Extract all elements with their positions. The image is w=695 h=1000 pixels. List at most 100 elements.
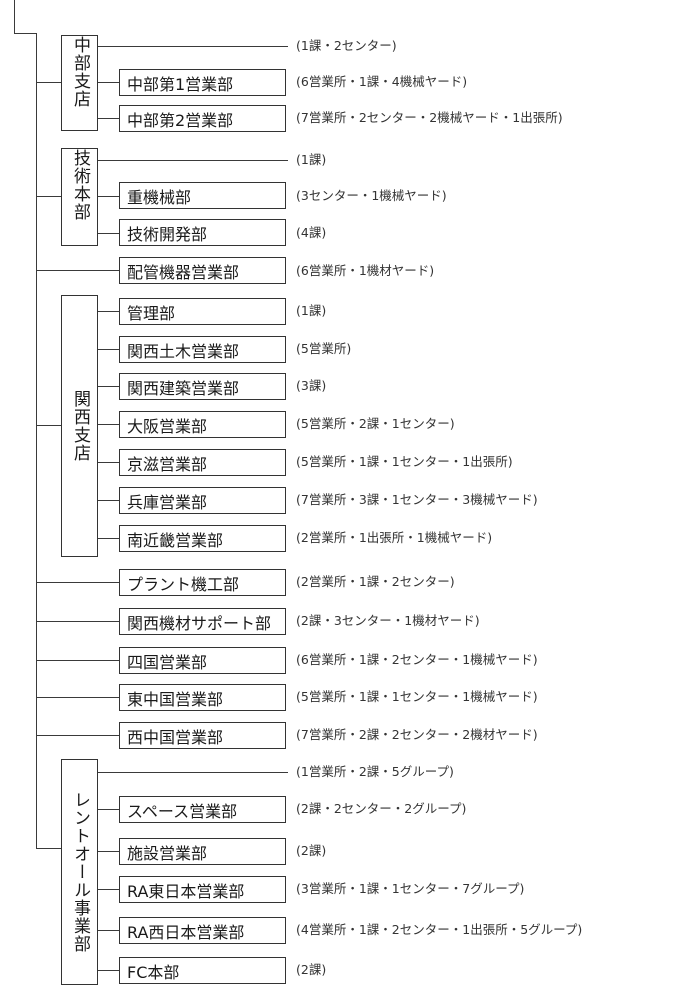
dept-label: FC本部 [127, 962, 180, 982]
dept-box: 関西土木営業部 [119, 336, 286, 363]
dept-box: 配管機器営業部 [119, 257, 286, 284]
connector-line [98, 538, 119, 539]
dept-label: 施設営業部 [127, 843, 208, 863]
dept-box: 西中国営業部 [119, 722, 286, 749]
dept-note: (1課) [296, 303, 327, 318]
connector-line [98, 118, 119, 119]
dept-label: 配管機器営業部 [127, 262, 240, 282]
dept-note: (6営業所・1課・2センター・1機械ヤード) [296, 652, 538, 667]
connector-line [98, 386, 119, 387]
connector-line [36, 196, 61, 197]
dept-note: (2課) [296, 843, 327, 858]
connector-line [98, 46, 288, 47]
dept-note: (3課) [296, 378, 327, 393]
connector-line [98, 809, 119, 810]
dept-label: 京滋営業部 [127, 454, 208, 474]
division-note: (1課) [296, 152, 327, 167]
dept-label: RA西日本営業部 [127, 922, 245, 942]
connector-line [36, 582, 119, 583]
dept-note: (5営業所・2課・1センター) [296, 416, 455, 431]
dept-label: 四国営業部 [127, 652, 208, 672]
dept-box: 大阪営業部 [119, 411, 286, 438]
dept-note: (2営業所・1出張所・1機械ヤード) [296, 530, 493, 545]
connector-line [36, 848, 61, 849]
dept-box: 兵庫営業部 [119, 487, 286, 514]
dept-note: (2課・2センター・2グループ) [296, 801, 467, 816]
dept-box: 重機械部 [119, 182, 286, 209]
dept-label: 東中国営業部 [127, 689, 224, 709]
division-rentall: レントオール事業部 [61, 759, 98, 985]
dept-box: スペース営業部 [119, 796, 286, 823]
connector-line [36, 735, 119, 736]
dept-note: (7営業所・2課・2センター・2機材ヤード) [296, 727, 538, 742]
dept-label: 重機械部 [127, 187, 192, 207]
connector-line [36, 621, 119, 622]
main-trunk-line [36, 33, 37, 848]
dept-note: (4営業所・1課・2センター・1出張所・5グループ) [296, 922, 583, 937]
connector-line [36, 697, 119, 698]
dept-note: (6営業所・1課・4機械ヤード) [296, 74, 468, 89]
connector-line [14, 0, 15, 33]
dept-note: (6営業所・1機材ヤード) [296, 263, 435, 278]
dept-note: (3営業所・1課・1センター・7グループ) [296, 881, 525, 896]
connector-line [98, 930, 119, 931]
division-label: 技術本部 [70, 149, 90, 221]
connector-line [98, 889, 119, 890]
connector-line [36, 270, 119, 271]
connector-line [98, 311, 119, 312]
dept-note: (2課) [296, 962, 327, 977]
dept-box: 中部第2営業部 [119, 105, 286, 132]
dept-label: スペース営業部 [127, 801, 238, 821]
dept-label: 南近畿営業部 [127, 530, 224, 550]
dept-label: 技術開発部 [127, 224, 208, 244]
connector-line [98, 500, 119, 501]
dept-box: RA西日本営業部 [119, 917, 286, 944]
division-chubu-branch: 中部支店 [61, 35, 98, 131]
dept-label: RA東日本営業部 [127, 881, 245, 901]
connector-line [98, 233, 119, 234]
connector-line [98, 196, 119, 197]
dept-note: (4課) [296, 225, 327, 240]
division-kansai-branch: 関西支店 [61, 295, 98, 557]
dept-label: プラント機工部 [127, 574, 240, 594]
dept-box: プラント機工部 [119, 569, 286, 596]
dept-box: 施設営業部 [119, 838, 286, 865]
dept-label: 中部第2営業部 [127, 110, 234, 130]
dept-box: 四国営業部 [119, 647, 286, 674]
dept-box: 南近畿営業部 [119, 525, 286, 552]
dept-box: 東中国営業部 [119, 684, 286, 711]
dept-box: 中部第1営業部 [119, 69, 286, 96]
dept-note: (7営業所・2センター・2機械ヤード・1出張所) [296, 110, 563, 125]
dept-label: 関西機材サポート部 [127, 613, 272, 633]
connector-line [36, 425, 61, 426]
connector-line [98, 970, 119, 971]
division-note: (1課・2センター) [296, 38, 397, 53]
dept-note: (2課・3センター・1機材ヤード) [296, 613, 480, 628]
connector-line [98, 82, 119, 83]
dept-box: 管理部 [119, 298, 286, 325]
division-label: 関西支店 [70, 390, 90, 462]
connector-line [98, 772, 288, 773]
connector-line [98, 462, 119, 463]
division-label: 中部支店 [70, 36, 90, 108]
dept-box: RA東日本営業部 [119, 876, 286, 903]
dept-box: 関西機材サポート部 [119, 608, 286, 635]
dept-note: (5営業所・1課・1センター・1機械ヤード) [296, 689, 538, 704]
dept-note: (3センター・1機械ヤード) [296, 188, 447, 203]
dept-box: 技術開発部 [119, 219, 286, 246]
dept-label: 兵庫営業部 [127, 492, 208, 512]
connector-line [36, 82, 61, 83]
connector-line [98, 160, 288, 161]
connector-line [98, 424, 119, 425]
dept-note: (2営業所・1課・2センター) [296, 574, 455, 589]
dept-note: (7営業所・3課・1センター・3機械ヤード) [296, 492, 538, 507]
connector-line [98, 349, 119, 350]
dept-label: 大阪営業部 [127, 416, 208, 436]
connector-line [14, 33, 37, 34]
dept-label: 西中国営業部 [127, 727, 224, 747]
connector-line [98, 851, 119, 852]
dept-label: 関西土木営業部 [127, 341, 240, 361]
division-technology-hq: 技術本部 [61, 148, 98, 246]
dept-label: 中部第1営業部 [127, 74, 234, 94]
